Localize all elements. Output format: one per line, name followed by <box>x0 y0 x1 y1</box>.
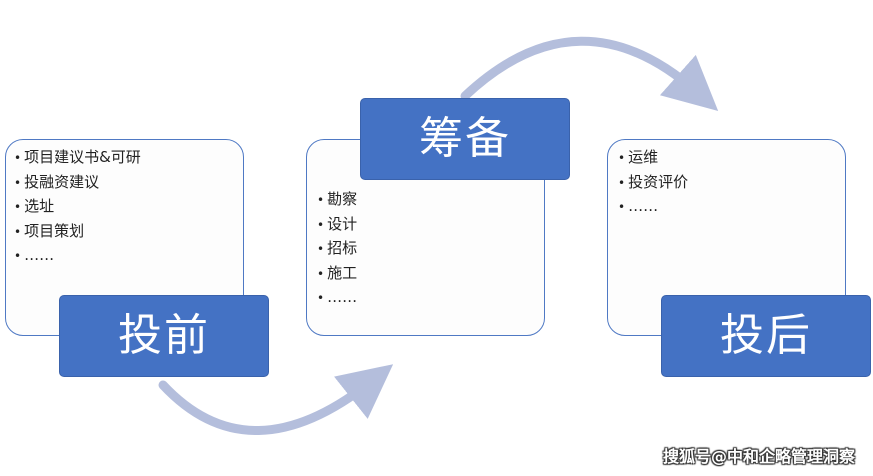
stage-label-pre: 投前 <box>59 295 269 377</box>
stage-list-post: 运维 投资评价 …… <box>618 146 837 220</box>
list-item: 勘察 <box>317 188 536 213</box>
list-item: 项目建议书&可研 <box>14 146 235 171</box>
list-item: …… <box>317 286 536 311</box>
list-item: 施工 <box>317 262 536 287</box>
list-item: 投资评价 <box>618 171 837 196</box>
list-item: 设计 <box>317 213 536 238</box>
list-item: 招标 <box>317 237 536 262</box>
arrow-prep-to-post <box>460 36 719 111</box>
arrow-pre-to-prep <box>158 364 394 435</box>
list-item: …… <box>618 195 837 220</box>
list-item: 项目策划 <box>14 220 235 245</box>
list-item: 运维 <box>618 146 837 171</box>
list-item: 选址 <box>14 195 235 220</box>
stage-list-pre: 项目建议书&可研 投融资建议 选址 项目策划 …… <box>14 146 235 269</box>
watermark: 搜狐号@中和企略管理洞察 <box>662 447 855 466</box>
stage-label-post: 投后 <box>661 295 871 377</box>
list-item: 投融资建议 <box>14 171 235 196</box>
stage-list-prep: 勘察 设计 招标 施工 …… <box>317 188 536 311</box>
stage-label-prep: 筹备 <box>360 98 570 180</box>
list-item: …… <box>14 244 235 269</box>
